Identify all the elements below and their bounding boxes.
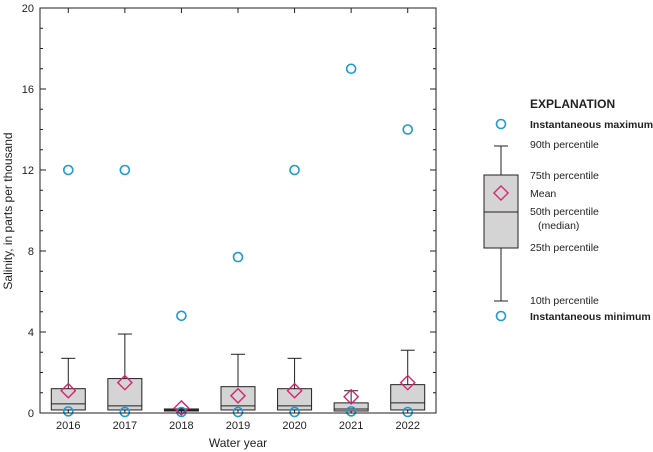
x-axis-label: Water year bbox=[209, 436, 267, 450]
box-2022 bbox=[390, 349, 426, 411]
min-marker bbox=[176, 406, 187, 418]
box-2016 bbox=[50, 357, 86, 411]
x-tick-label: 2022 bbox=[395, 420, 419, 432]
y-tick-label: 4 bbox=[28, 327, 34, 339]
legend-max-label: Instantaneous maximum bbox=[530, 119, 653, 131]
mean-marker bbox=[229, 387, 247, 404]
max-marker bbox=[402, 124, 414, 135]
min-marker bbox=[345, 406, 357, 417]
legend: EXPLANATION Instantaneous maximum 90th p… bbox=[483, 97, 653, 323]
mean-marker bbox=[286, 382, 303, 399]
iqr-box bbox=[50, 388, 86, 411]
legend-p25-label: 25th percentile bbox=[530, 242, 599, 254]
mean-marker bbox=[116, 374, 133, 391]
iqr-box bbox=[107, 378, 143, 411]
y-tick-label: 16 bbox=[22, 84, 34, 96]
max-marker bbox=[289, 164, 300, 176]
legend-min-marker bbox=[495, 310, 507, 322]
iqr-box bbox=[277, 388, 313, 411]
legend-p75-label: 75th percentile bbox=[530, 170, 599, 182]
box-2021 bbox=[333, 390, 369, 412]
x-tick-label: 2019 bbox=[226, 420, 250, 432]
iqr-box bbox=[390, 384, 426, 411]
legend-mean-label: Mean bbox=[530, 188, 556, 200]
box-2018 bbox=[163, 408, 199, 412]
box-2020 bbox=[277, 357, 313, 411]
legend-max-marker bbox=[495, 118, 507, 130]
min-marker bbox=[402, 406, 414, 418]
y-tick-label: 0 bbox=[28, 408, 34, 420]
max-marker bbox=[176, 310, 187, 322]
plot-frame bbox=[39, 7, 437, 414]
mean-marker bbox=[60, 382, 77, 399]
legend-min-label: Instantaneous minimum bbox=[530, 311, 651, 323]
y-tick-label: 20 bbox=[22, 3, 34, 15]
mean-marker bbox=[173, 399, 190, 416]
iqr-box bbox=[220, 386, 256, 411]
legend-median-label-2: (median) bbox=[538, 220, 579, 232]
legend-mean-marker bbox=[492, 184, 510, 202]
legend-median-label: 50th percentile bbox=[530, 206, 599, 218]
x-tick-label: 2021 bbox=[339, 420, 363, 432]
x-tick-label: 2017 bbox=[113, 420, 137, 432]
y-tick-label: 8 bbox=[28, 246, 34, 258]
legend-p90-label: 90th percentile bbox=[530, 139, 599, 151]
min-marker bbox=[119, 406, 131, 418]
x-tick-label: 2016 bbox=[56, 420, 80, 432]
box-2017 bbox=[107, 333, 143, 411]
max-marker bbox=[119, 164, 131, 176]
max-marker bbox=[232, 251, 244, 263]
mean-marker bbox=[343, 388, 360, 405]
y-axis-label: Salinity, in parts per thousand bbox=[1, 132, 15, 289]
mean-marker bbox=[399, 374, 416, 391]
x-tick-label: 2020 bbox=[282, 420, 306, 432]
min-marker bbox=[232, 406, 244, 418]
min-marker bbox=[62, 406, 74, 417]
min-marker bbox=[289, 406, 300, 418]
max-marker bbox=[345, 63, 357, 75]
x-tick-label: 2018 bbox=[169, 420, 193, 432]
max-marker bbox=[62, 164, 74, 176]
legend-title: EXPLANATION bbox=[530, 97, 615, 111]
box-2019 bbox=[220, 353, 256, 411]
legend-p10-label: 10th percentile bbox=[530, 295, 599, 307]
y-tick-label: 12 bbox=[22, 165, 34, 177]
